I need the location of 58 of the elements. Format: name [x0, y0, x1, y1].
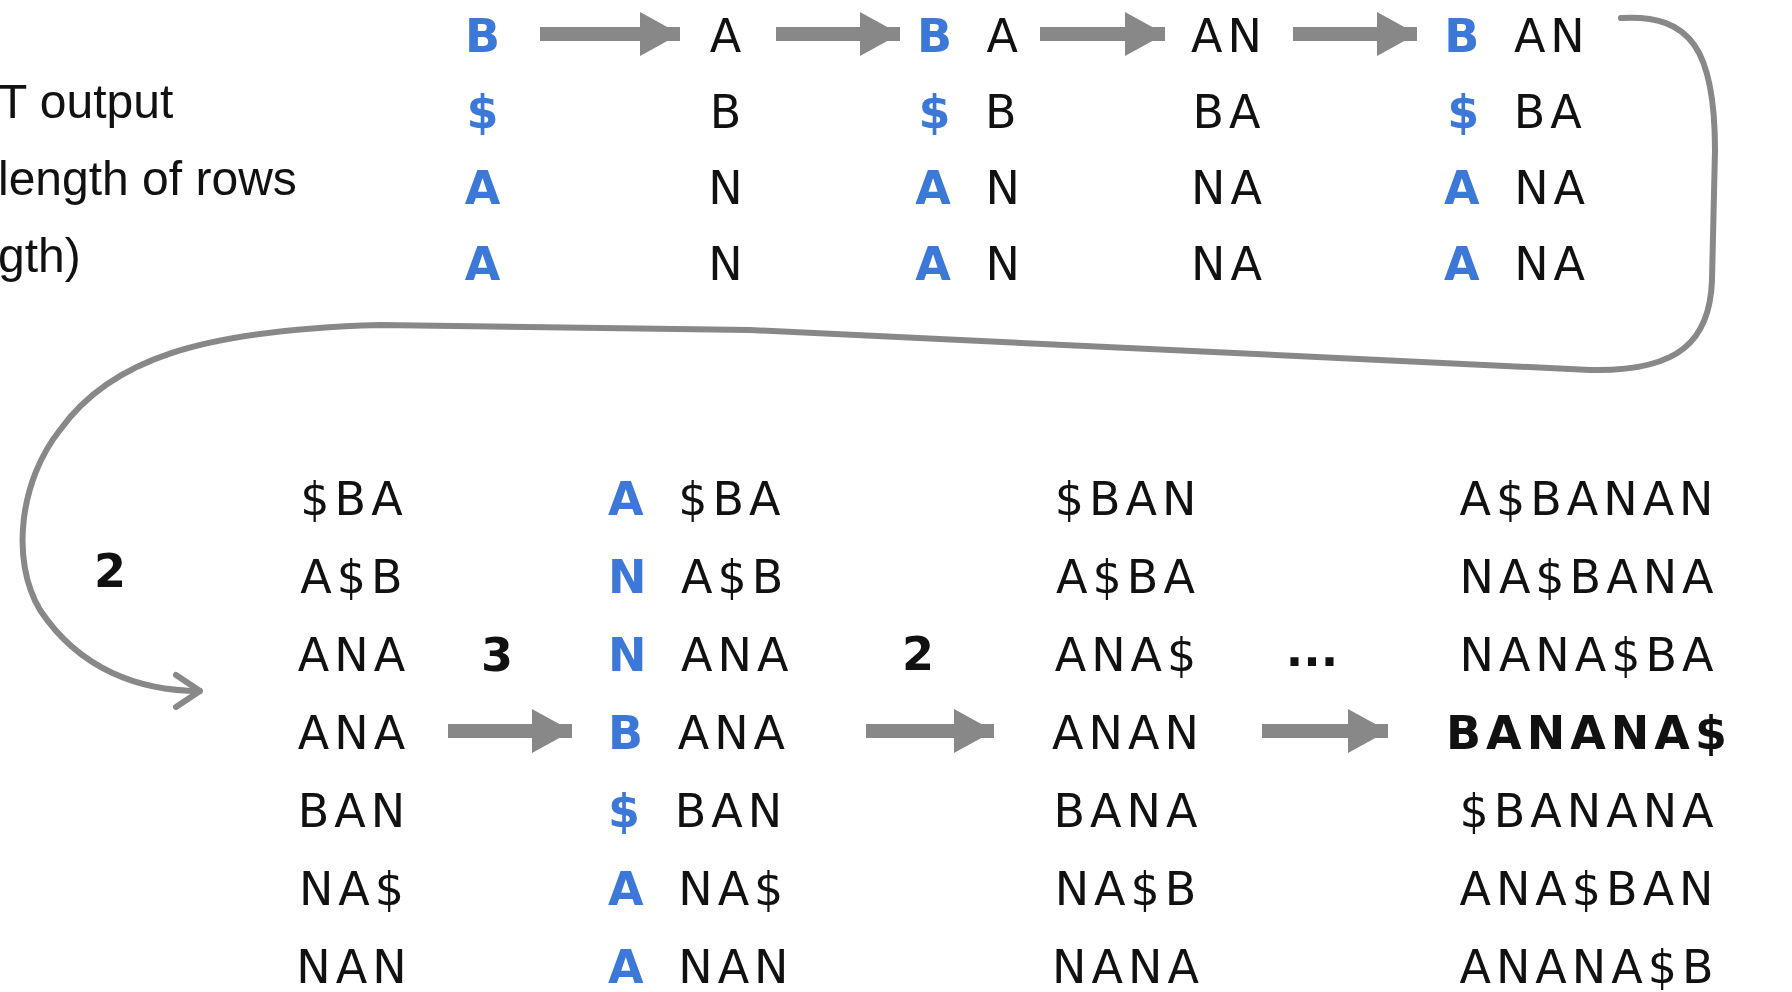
- rotation-row-text: $ BAN: [608, 783, 789, 840]
- rotation-row-text: NANA$BA: [1458, 627, 1720, 684]
- rotation-row-text: NANA: [1051, 939, 1205, 992]
- arrow: [19, 14, 1718, 710]
- rotation-row-text: ANA: [296, 627, 412, 684]
- result-row-text: BANANA$: [1445, 705, 1733, 762]
- rotation-row-text: A$B: [299, 549, 409, 606]
- rotation-row-text: BANA: [1052, 783, 1204, 840]
- rotation-row-text: ANAN: [1051, 705, 1205, 762]
- rotation-row-text: NA$B: [1053, 861, 1203, 918]
- note-text: gth): [0, 232, 81, 280]
- rotation-row-text: N ANA: [608, 627, 795, 684]
- rotation-row-text: A$BANAN: [1458, 471, 1720, 528]
- rotation-row-text: BA: [1191, 84, 1267, 141]
- rotation-row-text: NAN: [295, 939, 413, 992]
- rotation-row-text: ANANA$B: [1458, 939, 1720, 992]
- rotation-row-text: ANA$: [1053, 627, 1203, 684]
- arrow: [448, 709, 572, 753]
- rotation-row-text: B AN: [1443, 8, 1591, 65]
- rotation-row-text: N: [707, 236, 749, 293]
- rotation-row-text: A NA: [1442, 160, 1592, 217]
- rotation-row-text: A $BA: [608, 471, 787, 528]
- rotation-row-text: A N: [914, 236, 1026, 293]
- rotation-row-text: $ BA: [1446, 84, 1588, 141]
- rotation-row-text: B ANA: [608, 705, 792, 762]
- rotation-row-text: N: [707, 160, 749, 217]
- arrow: [866, 709, 994, 753]
- rotation-row-text: A: [708, 8, 748, 65]
- rotation-row-text: B: [708, 84, 748, 141]
- rotation-row-text: A NAN: [608, 939, 795, 992]
- rotation-row-text: $BA: [299, 471, 409, 528]
- rotation-row-text: NA: [1190, 236, 1268, 293]
- rotation-row-text: B: [463, 8, 507, 65]
- rotation-row-text: A: [463, 236, 507, 293]
- rotation-row-text: AN: [1190, 8, 1268, 65]
- arrow: [1040, 12, 1165, 56]
- rotation-row-text: NA: [1190, 160, 1268, 217]
- rotation-row-text: NA$: [297, 861, 411, 918]
- rotation-row-text: $BAN: [1053, 471, 1203, 528]
- arrow: [1293, 12, 1417, 56]
- rotation-row-text: $: [465, 84, 505, 141]
- arrow: [1262, 709, 1388, 753]
- rotation-row-text: A N: [914, 160, 1026, 217]
- rotation-row-text: $ B: [917, 84, 1023, 141]
- arrow: [776, 12, 900, 56]
- rotation-row-text: N A$B: [608, 549, 790, 606]
- rotation-row-text: A$BA: [1055, 549, 1201, 606]
- rotation-row-text: B A: [915, 8, 1025, 65]
- rotation-row-text: A NA: [1442, 236, 1592, 293]
- rotation-row-text: $BANANA: [1458, 783, 1720, 840]
- note-text: length of rows: [0, 155, 297, 203]
- rotation-row-text: ANA$BAN: [1458, 861, 1720, 918]
- rotation-row-text: A: [463, 160, 507, 217]
- arrow: [540, 12, 680, 56]
- rotation-row-text: ANA: [296, 705, 412, 762]
- rotation-row-text: NA$BANA: [1458, 549, 1720, 606]
- rotation-row-text: BAN: [296, 783, 412, 840]
- rotation-row-text: A NA$: [608, 861, 790, 918]
